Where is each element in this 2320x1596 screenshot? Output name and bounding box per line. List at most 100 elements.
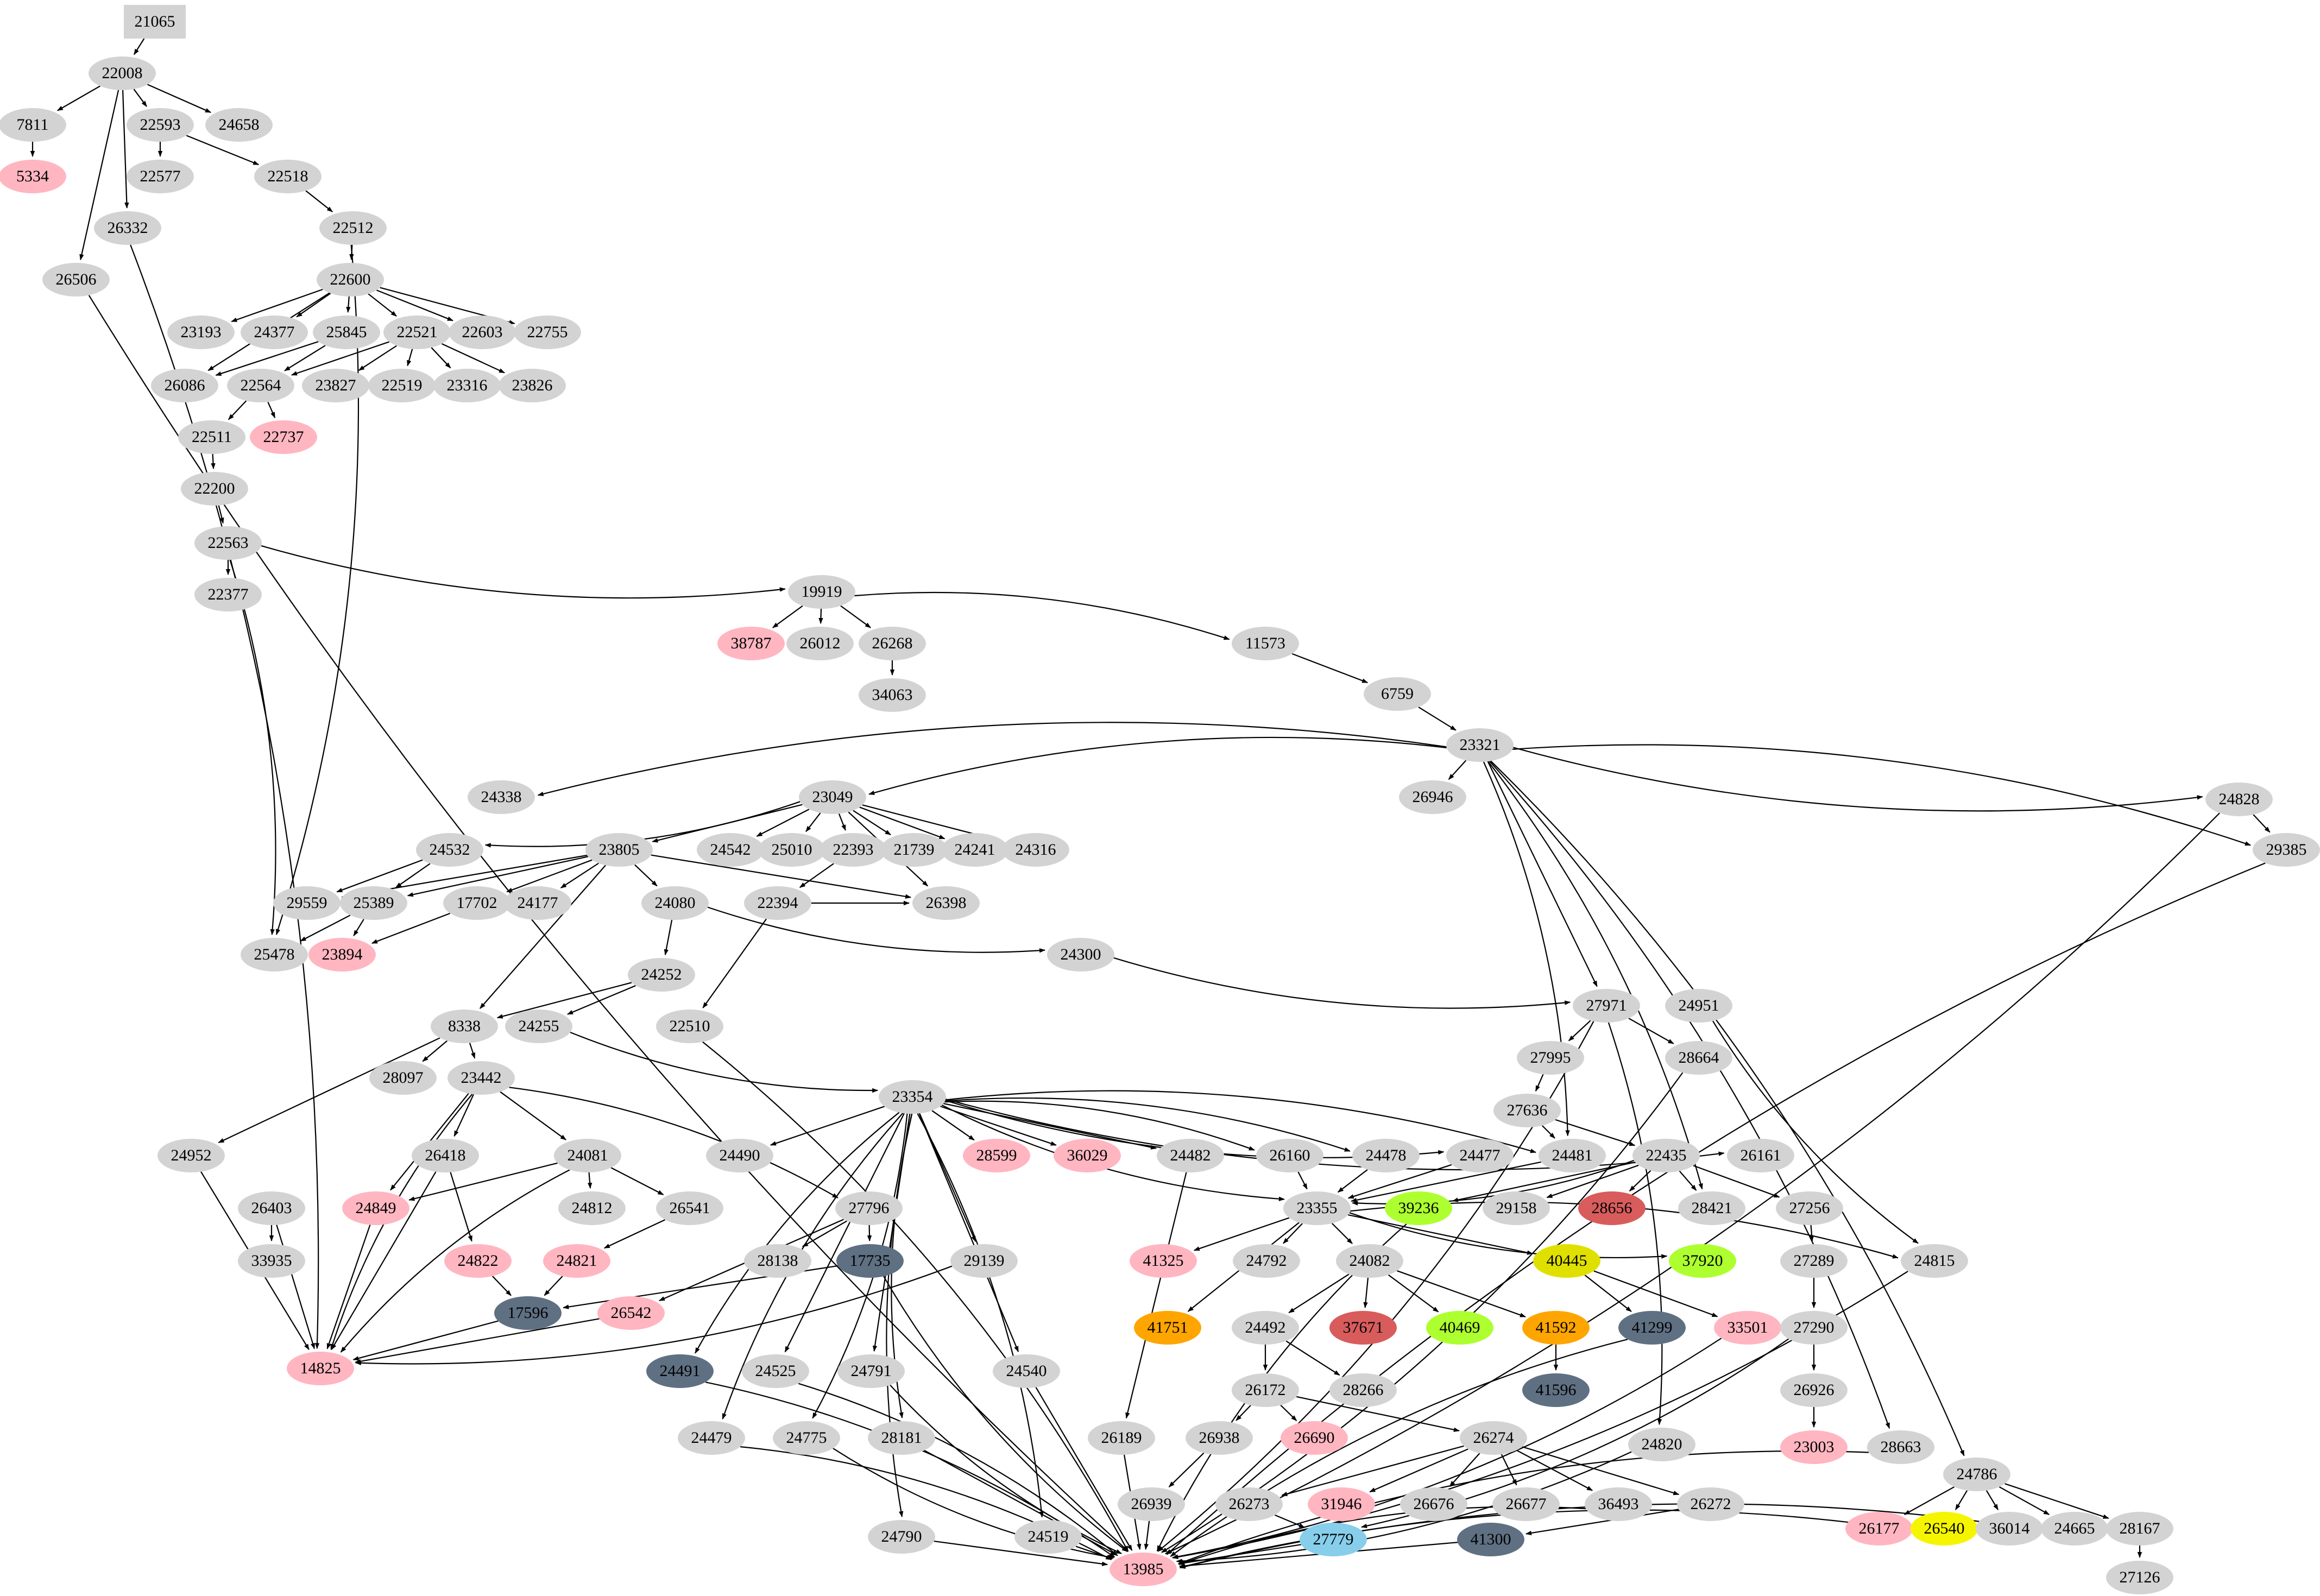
node-26506: 26506 bbox=[42, 263, 110, 297]
node-ellipse-38787 bbox=[717, 627, 785, 660]
node-ellipse-23894 bbox=[308, 938, 376, 972]
node-24255: 24255 bbox=[505, 1010, 572, 1043]
node-label-41299: 41299 bbox=[1632, 1319, 1673, 1336]
edge-23805-17702 bbox=[506, 859, 592, 893]
node-label-28421: 28421 bbox=[1692, 1199, 1732, 1217]
node-24792: 24792 bbox=[1233, 1244, 1300, 1278]
node-label-26541: 26541 bbox=[670, 1199, 710, 1217]
node-label-22510: 22510 bbox=[670, 1017, 710, 1035]
node-41300: 41300 bbox=[1457, 1523, 1524, 1556]
edge-11573-6759 bbox=[1291, 653, 1369, 684]
node-28167: 28167 bbox=[2106, 1512, 2173, 1545]
node-23355: 23355 bbox=[1283, 1191, 1351, 1225]
edge-27256-27289 bbox=[1809, 1225, 1814, 1242]
node-label-23003: 23003 bbox=[1794, 1438, 1834, 1456]
node-label-24241: 24241 bbox=[955, 841, 995, 859]
node-40445: 40445 bbox=[1533, 1244, 1600, 1278]
node-label-24822: 24822 bbox=[458, 1252, 499, 1270]
node-21065: 21065 bbox=[123, 5, 186, 39]
edge-22008-24658 bbox=[147, 84, 211, 113]
node-22577: 22577 bbox=[127, 160, 194, 193]
node-label-26540: 26540 bbox=[1924, 1519, 1965, 1537]
node-label-28656: 28656 bbox=[1592, 1199, 1632, 1217]
node-label-24540: 24540 bbox=[1006, 1362, 1047, 1380]
node-ellipse-24252 bbox=[628, 958, 695, 992]
node-label-24255: 24255 bbox=[519, 1017, 559, 1035]
edge-23355-37920 bbox=[1349, 1212, 1668, 1259]
edge-26274-26272 bbox=[1522, 1446, 1680, 1496]
node-ellipse-41592 bbox=[1522, 1311, 1590, 1345]
node-11573: 11573 bbox=[1232, 627, 1299, 660]
edge-24300-27971 bbox=[1113, 957, 1571, 1009]
node-label-28097: 28097 bbox=[383, 1069, 424, 1087]
node-ellipse-26160 bbox=[1256, 1139, 1323, 1172]
node-24492: 24492 bbox=[1232, 1311, 1299, 1345]
node-ellipse-27636 bbox=[1493, 1094, 1561, 1127]
edge-23321-27971 bbox=[1487, 761, 1598, 987]
node-label-28266: 28266 bbox=[1343, 1381, 1384, 1399]
edge-22521-22519 bbox=[407, 349, 413, 367]
edge-27971-27995 bbox=[1568, 1020, 1591, 1042]
node-ellipse-24492 bbox=[1232, 1311, 1299, 1345]
node-ellipse-27796 bbox=[835, 1191, 903, 1225]
node-box-21065 bbox=[123, 5, 186, 39]
node-ellipse-24255 bbox=[505, 1010, 572, 1043]
node-24519: 24519 bbox=[1014, 1520, 1082, 1554]
edge-27995-27636 bbox=[1535, 1074, 1544, 1092]
node-ellipse-28663 bbox=[1867, 1430, 1934, 1464]
node-24177: 24177 bbox=[504, 886, 571, 920]
node-ellipse-22563 bbox=[194, 526, 262, 560]
edge-24786-24665 bbox=[1999, 1486, 2050, 1516]
node-ellipse-22600 bbox=[317, 263, 384, 297]
edge-23354-26161 bbox=[945, 1099, 1725, 1171]
edge-24478-23355 bbox=[1337, 1169, 1368, 1193]
node-label-24820: 24820 bbox=[1642, 1435, 1682, 1453]
edge-22394-22510 bbox=[702, 918, 767, 1008]
node-label-24082: 24082 bbox=[1350, 1252, 1390, 1270]
node-ellipse-24338 bbox=[468, 780, 535, 814]
edge-8338-24952 bbox=[218, 1037, 440, 1144]
node-24490: 24490 bbox=[706, 1139, 773, 1172]
node-ellipse-24241 bbox=[941, 833, 1008, 867]
node-ellipse-22393 bbox=[819, 833, 887, 867]
node-ellipse-25845 bbox=[313, 316, 380, 349]
edge-22564-22737 bbox=[267, 401, 276, 419]
edge-27636-24481 bbox=[1541, 1125, 1555, 1139]
edge-23354-28599 bbox=[931, 1110, 975, 1141]
node-ellipse-33501 bbox=[1714, 1311, 1781, 1345]
node-label-23193: 23193 bbox=[181, 323, 222, 341]
node-label-24478: 24478 bbox=[1366, 1146, 1407, 1164]
node-label-24786: 24786 bbox=[1957, 1465, 1997, 1483]
node-label-25845: 25845 bbox=[326, 323, 367, 341]
node-ellipse-26272 bbox=[1677, 1487, 1744, 1521]
node-22755: 22755 bbox=[514, 316, 581, 349]
node-label-22200: 22200 bbox=[194, 480, 235, 497]
node-ellipse-27290 bbox=[1780, 1311, 1848, 1345]
node-ellipse-31946 bbox=[1308, 1487, 1375, 1521]
node-ellipse-37671 bbox=[1329, 1311, 1397, 1345]
node-24478: 24478 bbox=[1352, 1139, 1420, 1172]
edge-26172-26274 bbox=[1296, 1396, 1460, 1432]
node-22394: 22394 bbox=[744, 886, 811, 920]
node-ellipse-26403 bbox=[238, 1191, 305, 1225]
node-22737: 22737 bbox=[250, 420, 317, 454]
node-ellipse-27126 bbox=[2106, 1561, 2173, 1594]
node-17596: 17596 bbox=[494, 1296, 562, 1330]
node-27779: 27779 bbox=[1300, 1523, 1367, 1556]
node-label-36029: 36029 bbox=[1067, 1146, 1108, 1164]
node-label-23049: 23049 bbox=[812, 788, 853, 806]
node-23193: 23193 bbox=[167, 316, 235, 349]
node-29158: 29158 bbox=[1483, 1191, 1550, 1225]
node-28097: 28097 bbox=[369, 1061, 437, 1095]
edge-19919-26268 bbox=[840, 605, 871, 628]
edge-24821-17596 bbox=[544, 1276, 563, 1296]
node-ellipse-24477 bbox=[1446, 1139, 1514, 1172]
node-ellipse-22394 bbox=[744, 886, 811, 920]
edge-22600-22603 bbox=[376, 289, 453, 321]
edge-24481-23355 bbox=[1351, 1161, 1541, 1203]
edge-24252-8338 bbox=[496, 982, 632, 1019]
edge-23354-24481 bbox=[945, 1090, 1536, 1153]
edge-24492-28266 bbox=[1285, 1340, 1340, 1376]
